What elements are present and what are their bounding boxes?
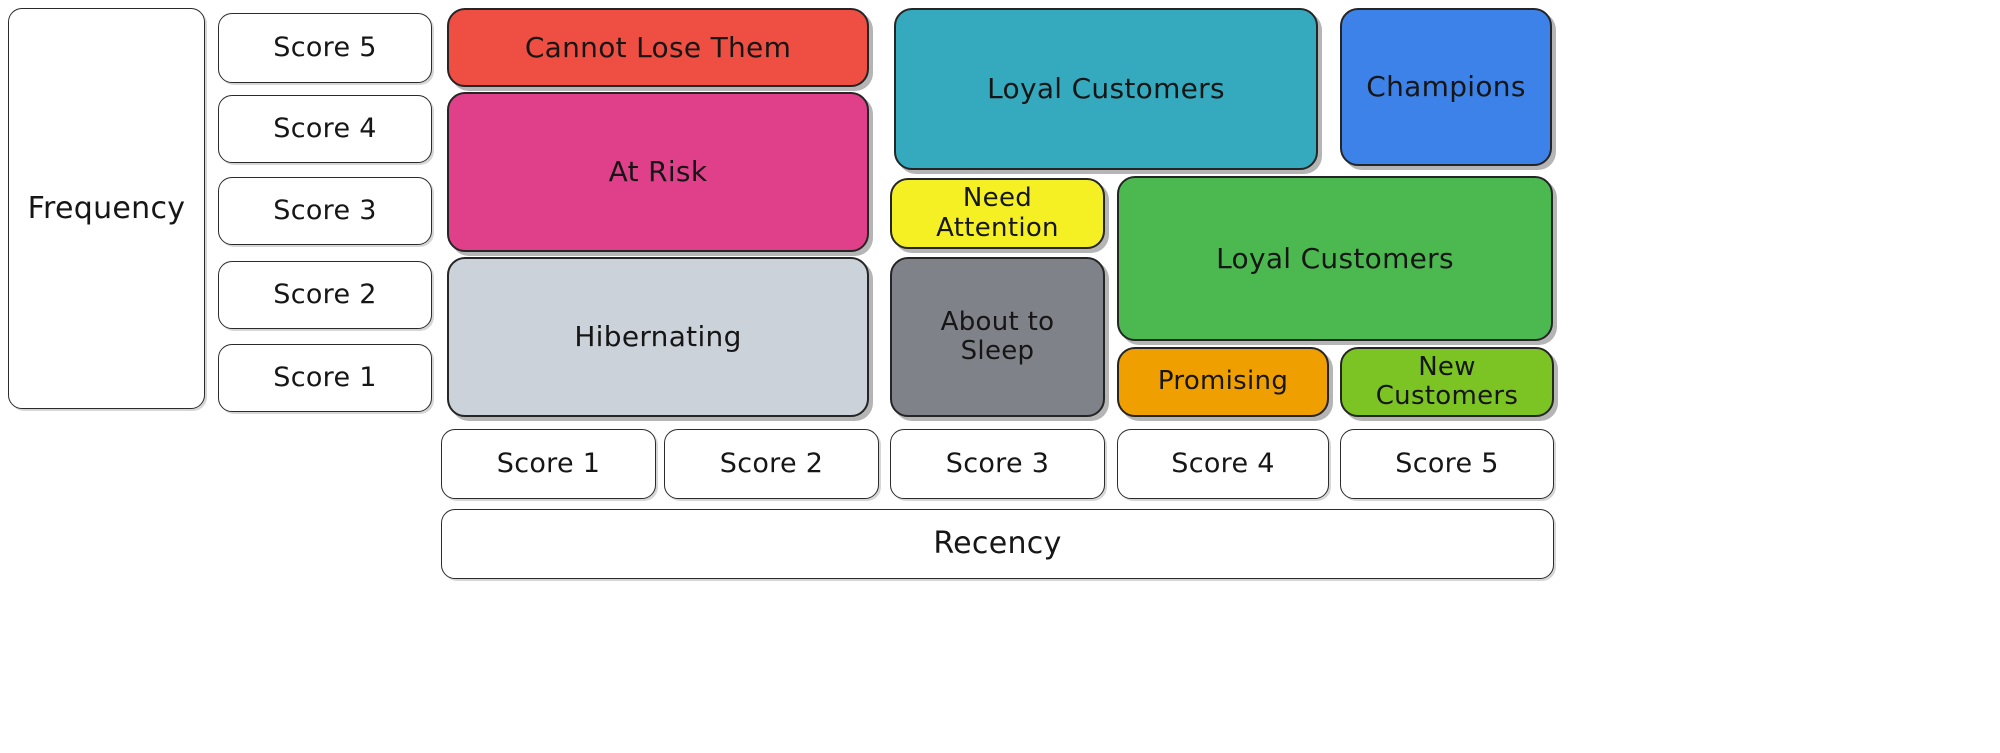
segment-new-customers[interactable]: New Customers — [1340, 347, 1554, 417]
segment-label: Promising — [1157, 366, 1289, 397]
segment-label: Loyal Customers — [1216, 241, 1454, 275]
segment-label: Cannot Lose Them — [524, 30, 792, 64]
frequency-axis-title: Frequency — [8, 8, 205, 409]
recency-score-5[interactable]: Score 5 — [1340, 429, 1554, 499]
frequency-score-4[interactable]: Score 4 — [218, 95, 432, 163]
segment-champions[interactable]: Champions — [1340, 8, 1552, 166]
frequency-score-3[interactable]: Score 3 — [218, 177, 432, 245]
segment-at-risk[interactable]: At Risk — [447, 92, 869, 252]
recency-score-4[interactable]: Score 4 — [1117, 429, 1329, 499]
segment-label: At Risk — [608, 155, 708, 189]
frequency-score-5[interactable]: Score 5 — [218, 13, 432, 83]
segment-about-to-sleep[interactable]: About to Sleep — [890, 257, 1105, 417]
segment-loyal-customers-green[interactable]: Loyal Customers — [1117, 176, 1553, 341]
segment-label: New Customers — [1375, 351, 1519, 411]
frequency-score-2[interactable]: Score 2 — [218, 261, 432, 329]
segment-need-attention[interactable]: Need Attention — [890, 178, 1105, 249]
frequency-score-1[interactable]: Score 1 — [218, 344, 432, 412]
segment-label: Champions — [1366, 70, 1526, 104]
segment-cannot-lose-them[interactable]: Cannot Lose Them — [447, 8, 869, 87]
recency-axis-label: Recency — [933, 526, 1062, 562]
segment-label: Loyal Customers — [987, 72, 1225, 106]
recency-score-1[interactable]: Score 1 — [441, 429, 656, 499]
recency-score-2[interactable]: Score 2 — [664, 429, 879, 499]
segment-label: Hibernating — [574, 320, 742, 354]
segment-label: About to Sleep — [940, 306, 1055, 366]
segment-loyal-customers-teal[interactable]: Loyal Customers — [894, 8, 1318, 170]
recency-axis-title: Recency — [441, 509, 1554, 579]
frequency-axis-label: Frequency — [27, 190, 186, 226]
segment-promising[interactable]: Promising — [1117, 347, 1329, 417]
recency-score-3[interactable]: Score 3 — [890, 429, 1105, 499]
segment-hibernating[interactable]: Hibernating — [447, 257, 869, 417]
segment-label: Need Attention — [936, 183, 1059, 243]
